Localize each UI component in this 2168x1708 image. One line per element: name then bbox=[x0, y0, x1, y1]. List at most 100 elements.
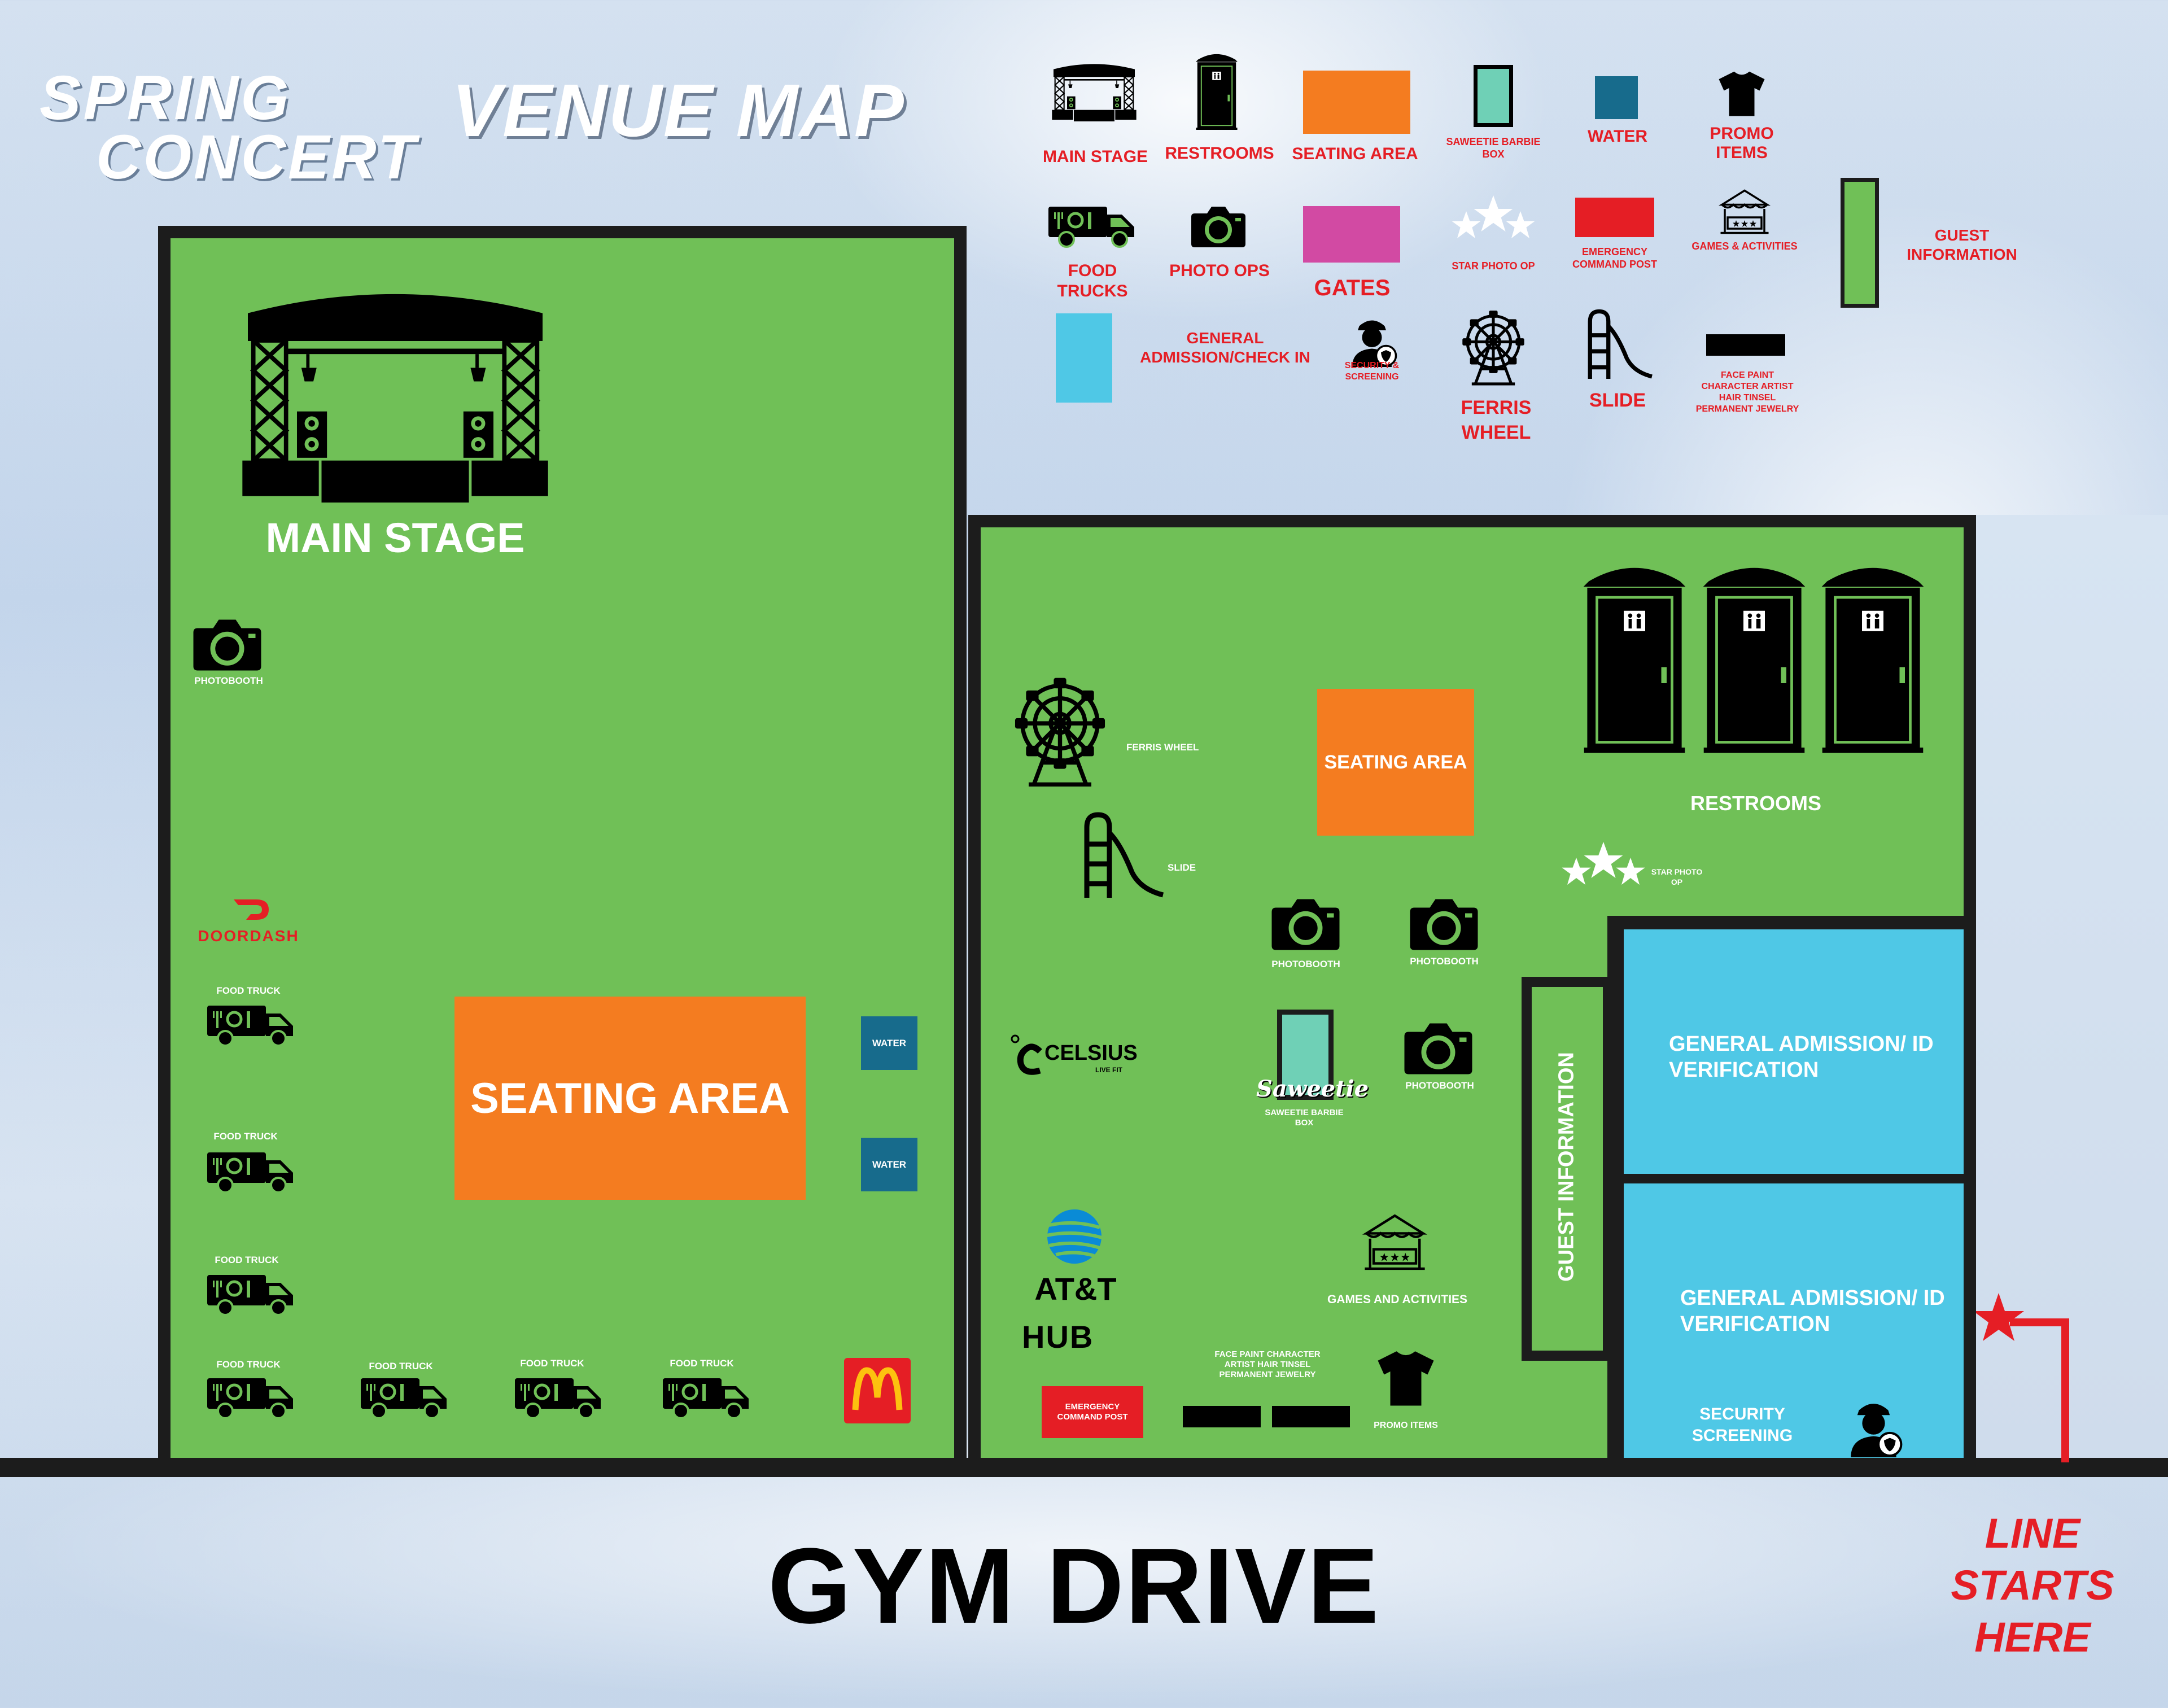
games-label: GAMES AND ACTIVITIES bbox=[1327, 1293, 1468, 1306]
legend-games: GAMES & ACTIVITIES bbox=[1691, 241, 1798, 252]
legend-main-stage: MAIN STAGE bbox=[1042, 147, 1148, 166]
ferris-wheel-icon bbox=[1008, 672, 1112, 790]
guest-information-booth bbox=[1522, 977, 1613, 1361]
saweetie-script: Saweetie bbox=[1256, 1076, 1369, 1102]
face-paint-booth bbox=[1272, 1406, 1350, 1427]
photobooth-label: PHOTOBOOTH bbox=[1405, 1080, 1474, 1091]
line-start-l2: STARTS bbox=[1951, 1562, 2114, 1609]
saweetie-box-label: SAWEETIE BARBIE BOX bbox=[1265, 1108, 1344, 1128]
line-start-l3: HERE bbox=[1974, 1614, 2091, 1661]
photobooth-label: PHOTOBOOTH bbox=[194, 675, 263, 686]
seating-area-main: SEATING AREA bbox=[454, 997, 806, 1200]
food-truck-icon bbox=[662, 1375, 752, 1420]
doordash-logo: DOORDASH bbox=[198, 927, 299, 945]
tent-icon bbox=[1716, 186, 1773, 237]
legend-food-trucks: FOOD TRUCKS bbox=[1057, 261, 1128, 300]
food-truck-icon bbox=[206, 1002, 296, 1047]
photobooth-icon bbox=[1270, 895, 1341, 951]
legend-slide: SLIDE bbox=[1589, 390, 1646, 411]
street-line bbox=[0, 1458, 2168, 1477]
games-tent-icon bbox=[1360, 1205, 1430, 1279]
restroom-icon bbox=[1701, 556, 1808, 757]
seating-area-swatch bbox=[1303, 71, 1410, 134]
legend-face-paint: FACE PAINT CHARACTER ARTIST HAIR TINSEL … bbox=[1695, 370, 1799, 414]
slide-label: SLIDE bbox=[1168, 862, 1196, 873]
general-admission-label: GENERAL ADMISSION/ ID VERIFICATION bbox=[1680, 1286, 1945, 1336]
slide-icon bbox=[1581, 308, 1654, 381]
food-truck-label: FOOD TRUCK bbox=[520, 1358, 584, 1369]
photobooth-icon bbox=[1403, 1019, 1474, 1076]
att-globe-icon bbox=[1046, 1209, 1103, 1264]
saweetie-box-icon bbox=[1474, 65, 1513, 127]
general-admission-1: GENERAL ADMISSION/ ID VERIFICATION bbox=[1615, 920, 1976, 1183]
line-start-marker-icon bbox=[1976, 1293, 2069, 1462]
legend-water: WATER bbox=[1587, 127, 1648, 146]
emergency-swatch bbox=[1575, 198, 1654, 237]
legend-seating-area: SEATING AREA bbox=[1292, 145, 1418, 163]
celsius-mark-icon bbox=[1011, 1034, 1042, 1075]
saweetie-barbie-box bbox=[1277, 1010, 1334, 1100]
legend: MAIN STAGE RESTROOMS SEATING AREA SAWEET… bbox=[1039, 51, 2055, 457]
hub-wordmark: HUB bbox=[1022, 1319, 1094, 1355]
restrooms-label: RESTROOMS bbox=[1690, 792, 1821, 815]
main-stage-area bbox=[158, 226, 967, 1471]
legend-guest-information: GUEST INFORMATION bbox=[1907, 226, 2017, 263]
legend-saweetie-box: SAWEETIE BARBIE BOX bbox=[1446, 136, 1541, 160]
logo-line2: CONCERT bbox=[96, 123, 418, 192]
legend-promo-items: PROMO ITEMS bbox=[1710, 124, 1774, 162]
street-name: GYM DRIVE bbox=[768, 1526, 1380, 1646]
emergency-command-post: EMERGENCY COMMAND POST bbox=[1042, 1386, 1143, 1438]
celsius-tagline: LIVE FIT bbox=[1095, 1066, 1122, 1074]
restroom-icon bbox=[1581, 556, 1688, 757]
celsius-wordmark: CELSIUS bbox=[1044, 1041, 1138, 1065]
celsius-logo: CELSIUS LIVE FIT bbox=[1011, 1034, 1157, 1080]
seating-area-secondary: SEATING AREA bbox=[1317, 689, 1474, 836]
star-photo-op-label: STAR PHOTO OP bbox=[1651, 867, 1703, 886]
restroom-icon bbox=[1194, 51, 1239, 130]
mcdonalds-logo bbox=[844, 1358, 911, 1423]
page-title: VENUE MAP bbox=[452, 69, 905, 152]
food-truck-label: FOOD TRUCK bbox=[216, 1359, 281, 1370]
ferris-wheel-icon bbox=[1457, 308, 1530, 387]
ferris-wheel-label: FERRIS WHEEL bbox=[1126, 742, 1199, 753]
doordash-icon bbox=[234, 899, 269, 920]
security-guard-icon bbox=[1344, 311, 1400, 367]
legend-star-photo-op: STAR PHOTO OP bbox=[1452, 260, 1535, 272]
photobooth-label: PHOTOBOOTH bbox=[1271, 959, 1340, 969]
food-truck-label: FOOD TRUCK bbox=[213, 1131, 278, 1142]
spring-concert-logo: SPRING CONCERT bbox=[34, 62, 416, 192]
tshirt-icon bbox=[1716, 68, 1767, 119]
water-station: WATER bbox=[861, 1138, 917, 1191]
main-stage-icon bbox=[231, 277, 559, 503]
photobooth-label: PHOTOBOOTH bbox=[1410, 956, 1479, 967]
sky-glare bbox=[0, 1440, 2168, 1708]
food-truck-label: FOOD TRUCK bbox=[670, 1358, 734, 1369]
legend-general-admission: GENERAL ADMISSION/CHECK IN bbox=[1140, 329, 1310, 366]
legend-security: SECURITY & SCREENING bbox=[1344, 361, 1400, 382]
food-truck-label: FOOD TRUCK bbox=[369, 1361, 433, 1371]
food-truck-icon bbox=[206, 1375, 296, 1420]
guest-information-label: GUEST INFORMATION bbox=[1554, 1052, 1579, 1282]
photobooth-icon bbox=[192, 615, 263, 672]
gates-swatch bbox=[1303, 206, 1400, 263]
food-truck-icon bbox=[514, 1375, 604, 1420]
legend-emergency: EMERGENCY COMMAND POST bbox=[1572, 246, 1657, 270]
general-admission-swatch bbox=[1056, 313, 1112, 403]
tshirt-icon bbox=[1375, 1347, 1437, 1409]
star-icon bbox=[1448, 186, 1538, 254]
legend-photo-ops: PHOTO OPS bbox=[1169, 261, 1270, 280]
legend-restrooms: RESTROOMS bbox=[1165, 144, 1274, 163]
att-wordmark: AT&T bbox=[1034, 1271, 1117, 1307]
food-truck-icon bbox=[360, 1375, 450, 1420]
food-truck-icon bbox=[206, 1272, 296, 1317]
food-truck-icon bbox=[206, 1149, 296, 1194]
food-truck-label: FOOD TRUCK bbox=[215, 1255, 279, 1265]
line-starts-here: LINE STARTS HERE bbox=[1931, 1508, 2134, 1663]
photobooth-icon bbox=[1409, 895, 1479, 951]
wall bbox=[1964, 515, 1976, 1469]
slide-icon bbox=[1076, 810, 1166, 901]
logo-line1: SPRING bbox=[40, 63, 291, 133]
food-truck-icon bbox=[1047, 203, 1138, 248]
main-stage-icon bbox=[1049, 59, 1139, 121]
legend-gates: GATES bbox=[1314, 276, 1391, 300]
